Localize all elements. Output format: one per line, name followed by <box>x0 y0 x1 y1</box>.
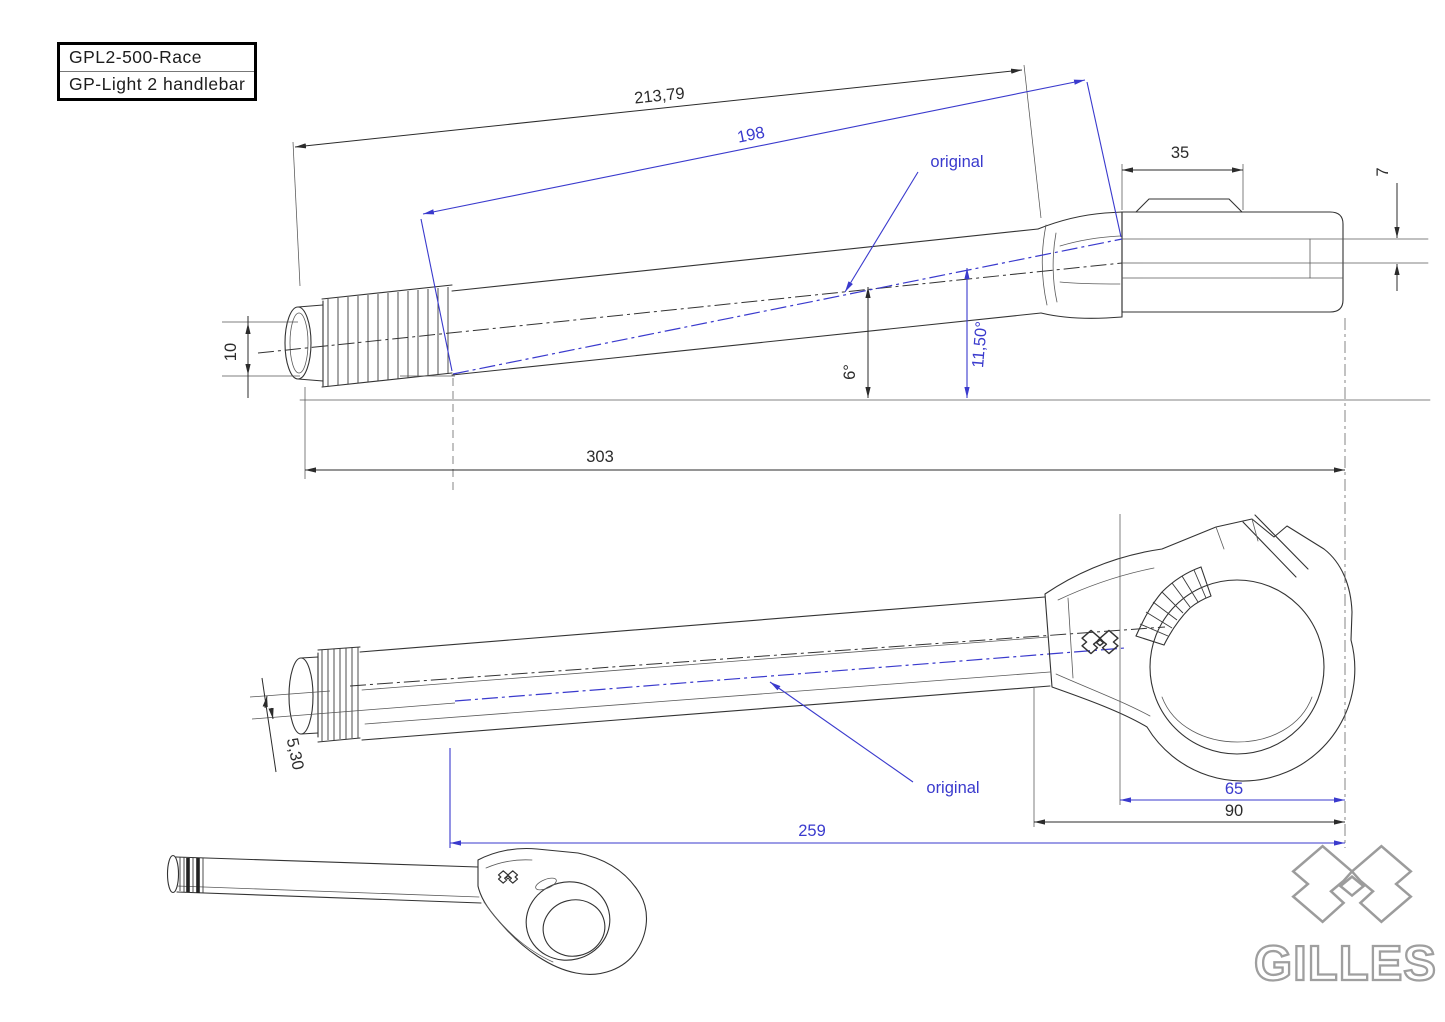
title-block: GPL2-500-Race GP-Light 2 handlebar <box>57 42 258 101</box>
gilles-gg-monogram-icon <box>1291 844 1413 924</box>
dim-length-original: 198 <box>736 124 767 147</box>
original-centerline-bottom <box>454 647 1126 702</box>
knurl-lines-bottom-view <box>321 647 359 741</box>
dim-angle-original: 11,50° <box>969 321 991 369</box>
dim-centerline-offset: 5,30 <box>283 736 307 771</box>
dim-tube-length: 259 <box>798 822 826 840</box>
label-original-bottom: original <box>926 779 979 797</box>
adjuster-knurl-band <box>1135 566 1212 646</box>
title-block-model: GPL2-500-Race <box>60 45 255 72</box>
original-centerline-11deg <box>452 238 1123 375</box>
dim-angle-new: 6° <box>841 364 859 380</box>
dim-overall-length: 303 <box>586 448 614 466</box>
gilles-wordmark: GILLES <box>1253 936 1437 992</box>
title-block-product-name: GP-Light 2 handlebar <box>69 74 246 94</box>
knurl-lines-iso-view <box>179 857 204 893</box>
bottom-view-dimensions: 5,30 65 90 259 original <box>249 318 1346 848</box>
top-view-drawing <box>257 198 1431 401</box>
dim-length-new: 213,79 <box>633 84 685 107</box>
top-view-dimensions: 213,79 198 35 7 10 303 6° 11,50° <box>222 64 1400 490</box>
gilles-gg-monogram-icon <box>1081 629 1119 655</box>
dim-bar-end-height: 10 <box>222 343 240 361</box>
dim-clamp-width: 90 <box>1225 802 1243 820</box>
isometric-view-drawing <box>166 847 647 975</box>
dim-height-offset: 7 <box>1374 167 1392 176</box>
label-original-top: original <box>930 153 983 171</box>
tube-centerline-6deg <box>257 262 1123 354</box>
knurl-lines-top-view <box>327 287 449 386</box>
gilles-gg-monogram-icon <box>497 870 519 884</box>
dim-clamp-tab-width: 35 <box>1171 144 1189 162</box>
tube-centerline-bottom <box>349 626 1166 687</box>
dim-clamp-bore-offset: 65 <box>1225 780 1243 798</box>
bottom-view-drawing <box>288 514 1356 782</box>
